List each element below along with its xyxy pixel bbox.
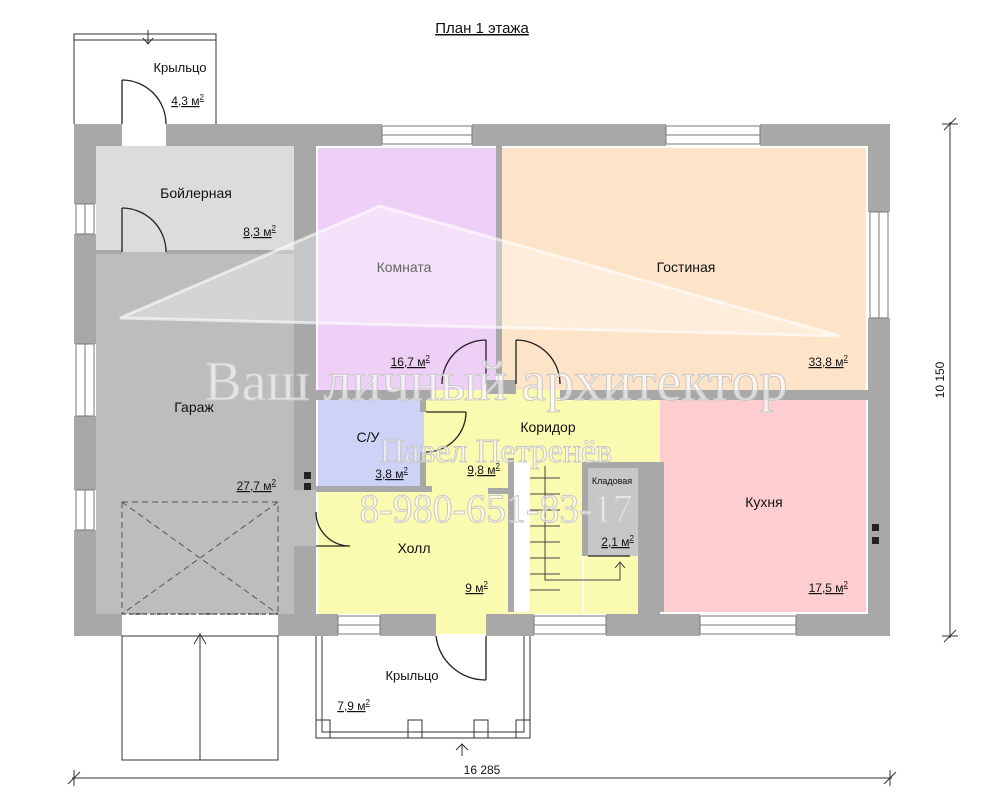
area-garage: 27,7 м2 [237,478,277,493]
wall [486,380,516,394]
wall [74,530,96,636]
living-fill [502,148,866,390]
room-fills [96,146,866,634]
wall [582,462,588,556]
door-living [515,339,561,385]
watermark-line1: Ваш личный архитектор [204,351,787,413]
area-bath: 3,8 м2 [375,466,408,481]
wall [166,250,294,254]
wall [380,614,436,636]
watermark: Ваш личный архитектор Павел Петренёв 8-9… [119,204,841,532]
wall [796,614,890,636]
label-pantry: Кладовая [592,476,632,486]
wall [278,614,338,636]
watermark-line3: 8-980-651-83-17 [359,486,632,531]
wall [486,614,534,636]
porch-top-outline [73,30,217,124]
door-hall [435,635,487,681]
door-porch-top [121,79,167,125]
area-hall: 9 м2 [465,580,488,595]
area-porch-bottom: 7,9 м2 [337,698,370,713]
wall [166,124,382,146]
label-room: Комната [377,259,432,275]
area-labels: 4,3 м2 8,3 м2 16,7 м2 33,8 м2 3,8 м2 9,8… [171,93,848,713]
wall [316,486,432,492]
wall [316,390,432,400]
wall [638,462,660,614]
wall [496,146,502,376]
bath-fill [318,400,424,486]
dimension-lines [67,117,958,786]
wall [74,614,122,636]
wall [294,146,316,490]
area-room: 16,7 м2 [391,354,431,369]
wall [96,250,122,254]
plan-title: План 1 этажа [435,20,529,37]
walls [74,124,890,636]
wall [472,124,666,146]
label-bath: С/У [357,429,380,445]
wall [74,416,96,490]
label-kitchen: Кухня [745,494,782,510]
wall [488,488,510,494]
stair-bg-2 [530,462,582,612]
wall [560,390,868,400]
wall [868,124,890,212]
garage-fill-2 [294,490,316,546]
room-fill [318,148,496,390]
dimension-height: 10 150 [933,361,947,398]
wall [508,458,514,612]
room-labels: Крыльцо Бойлерная Комната Гостиная С/У К… [153,60,782,683]
corridor-fill-3 [430,612,490,634]
wall [74,234,96,344]
wall [868,318,890,636]
watermark-line2: Павел Петренёв [380,433,612,470]
wall [294,546,316,614]
area-living: 33,8 м2 [809,354,849,369]
wall [420,400,426,412]
wall [760,124,890,146]
boiler-fill [96,146,294,252]
area-kitchen: 17,5 м2 [809,580,849,595]
dimension-width: 16 285 [464,763,501,777]
label-hall: Холл [398,540,431,556]
wall [74,124,96,204]
door-boiler [121,207,167,253]
wall [420,452,426,492]
pantry-fill [586,466,638,556]
wall [658,462,664,612]
area-boiler: 8,3 м2 [243,224,276,239]
garage-fill [96,252,294,614]
label-boiler: Бойлерная [160,185,232,201]
area-pantry: 2,1 м2 [601,534,634,549]
window-lines [84,134,880,626]
door-room [441,339,487,385]
label-living: Гостиная [657,259,716,275]
porch-bottom-outline [315,636,531,756]
door-garage [315,511,351,547]
wall [606,614,700,636]
label-garage: Гараж [174,399,214,415]
watermark-roof-logo [119,204,841,338]
door-bath [425,411,467,453]
area-corridor: 9,8 м2 [467,462,500,477]
wall [582,462,658,468]
garage-car-spot [121,501,279,615]
corridor-fill-2 [318,486,508,614]
label-porch-bottom: Крыльцо [385,668,438,683]
vent-marks [304,472,879,544]
kitchen-fill [660,400,866,612]
label-porch-top: Крыльцо [153,60,206,75]
label-corridor: Коридор [520,419,576,435]
area-porch-top: 4,3 м2 [171,93,204,108]
staircase [530,466,626,591]
driveway [121,633,279,761]
